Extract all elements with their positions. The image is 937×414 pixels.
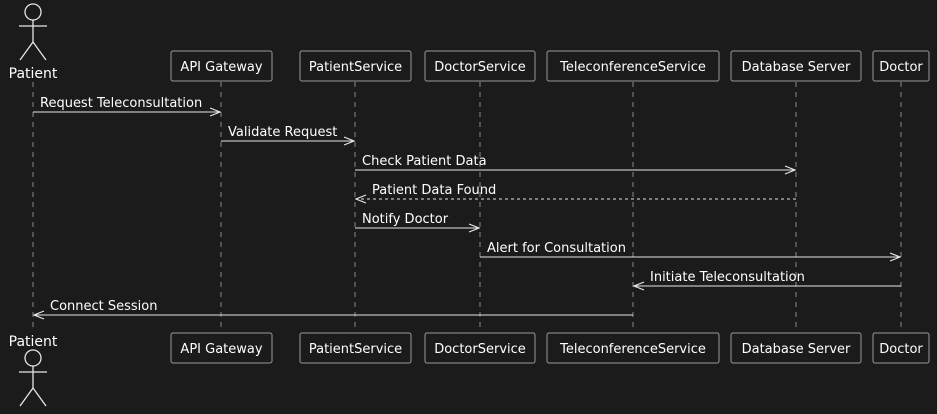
participant-box xyxy=(424,332,536,364)
message-label: Connect Session xyxy=(50,299,158,314)
participant-telesvc-top: TeleconferenceService xyxy=(546,50,720,82)
actor-head-icon xyxy=(24,3,42,21)
message-label: Check Patient Data xyxy=(362,154,487,169)
message-check-patient-data: Check Patient Data xyxy=(355,154,795,170)
actor-leg-icon xyxy=(19,387,34,407)
participant-label: Doctor xyxy=(879,342,923,357)
participant-label: DoctorService xyxy=(434,342,526,357)
participant-box xyxy=(299,332,412,364)
participant-label: PatientService xyxy=(309,60,402,75)
actor-label: Patient xyxy=(9,334,58,350)
message-initiate-teleconsultation: Initiate Teleconsultation xyxy=(634,270,901,286)
participant-patientsvc-top: PatientService xyxy=(299,50,412,82)
participant-api-top: API Gateway xyxy=(170,50,273,82)
participant-box xyxy=(872,50,930,82)
lifelines xyxy=(32,82,902,332)
participant-label: API Gateway xyxy=(180,342,262,357)
participant-box xyxy=(872,332,930,364)
participant-box xyxy=(170,332,273,364)
participant-label: API Gateway xyxy=(180,60,262,75)
participant-label: TeleconferenceService xyxy=(559,342,706,357)
message-alert-for-consultation: Alert for Consultation xyxy=(480,241,900,257)
message-label: Initiate Teleconsultation xyxy=(650,270,805,285)
message-notify-doctor: Notify Doctor xyxy=(355,212,479,228)
participant-label: Database Server xyxy=(742,342,851,357)
participant-doctorsvc-bottom: DoctorService xyxy=(424,332,536,364)
participant-box xyxy=(546,332,720,364)
actor-patient-bottom: Patient xyxy=(9,334,58,407)
participant-telesvc-bottom: TeleconferenceService xyxy=(546,332,720,364)
participant-label: Doctor xyxy=(879,60,923,75)
participant-box xyxy=(546,50,720,82)
actor-leg-icon xyxy=(32,387,47,407)
participant-box xyxy=(170,50,273,82)
participant-label: DoctorService xyxy=(434,60,526,75)
participant-box xyxy=(730,50,862,82)
participant-box xyxy=(299,50,412,82)
actor-label: Patient xyxy=(9,66,58,82)
message-validate-request: Validate Request xyxy=(221,125,354,141)
participant-doctor-top: Doctor xyxy=(872,50,930,82)
participant-patientsvc-bottom: PatientService xyxy=(299,332,412,364)
message-patient-data-found: Patient Data Found xyxy=(356,183,796,199)
message-label: Alert for Consultation xyxy=(487,241,626,256)
participant-label: PatientService xyxy=(309,342,402,357)
participant-box xyxy=(424,50,536,82)
participant-heads-top: Patient API Gateway PatientService DoctorSe… xyxy=(9,3,930,82)
participant-label: Database Server xyxy=(742,60,851,75)
participant-db-bottom: Database Server xyxy=(730,332,862,364)
actor-leg-icon xyxy=(32,41,47,61)
participant-box xyxy=(730,332,862,364)
message-connect-session: Connect Session xyxy=(34,299,633,315)
participant-label: TeleconferenceService xyxy=(559,60,706,75)
participant-doctorsvc-top: DoctorService xyxy=(424,50,536,82)
message-label: Notify Doctor xyxy=(362,212,449,227)
message-request-teleconsultation: Request Teleconsultation xyxy=(33,96,220,112)
actor-head-icon xyxy=(24,349,42,367)
message-label: Validate Request xyxy=(228,125,337,140)
message-label: Patient Data Found xyxy=(372,183,496,198)
actor-leg-icon xyxy=(19,41,34,61)
participant-doctor-bottom: Doctor xyxy=(872,332,930,364)
participant-db-top: Database Server xyxy=(730,50,862,82)
participant-api-bottom: API Gateway xyxy=(170,332,273,364)
actor-patient-top: Patient xyxy=(9,3,58,82)
message-label: Request Teleconsultation xyxy=(40,96,202,111)
